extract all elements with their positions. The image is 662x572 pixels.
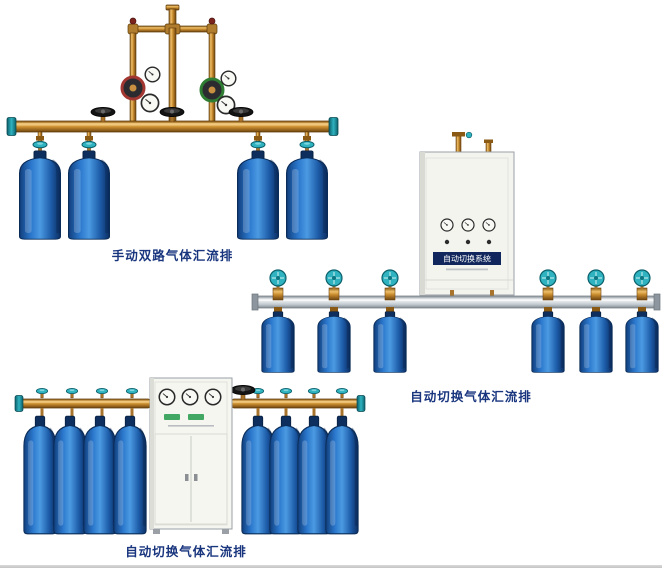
cylinder-valve: [335, 388, 349, 399]
cabinet-top-fitting: [452, 132, 465, 137]
pressure-gauge: [461, 218, 475, 232]
left-pressure-regulator: [120, 66, 161, 113]
gas-cylinder: [66, 150, 112, 240]
pressure-gauge: [144, 66, 161, 83]
gas-cylinder: [112, 415, 148, 535]
cylinder-stations: [269, 269, 651, 312]
gas-cylinder: [316, 311, 352, 373]
handwheel-valve: [228, 106, 254, 122]
gas-cylinder: [578, 311, 614, 373]
gas-cylinder: [240, 415, 276, 535]
handwheel: [381, 269, 399, 289]
gas-cylinder: [22, 415, 58, 535]
gas-cylinder: [372, 311, 408, 373]
pressure-gauge: [482, 218, 496, 232]
cabinet-foot: [222, 529, 229, 534]
handwheel: [587, 269, 605, 289]
gas-cylinder: [530, 311, 566, 373]
control-cabinet: 自动切换系统: [419, 131, 515, 298]
control-knob: [465, 239, 471, 245]
gas-cylinder: [268, 415, 304, 535]
gas-cylinder: [17, 150, 63, 240]
cylinder-valve: [125, 388, 139, 399]
pressure-gauge: [204, 388, 222, 406]
right-pressure-regulator: [199, 70, 237, 115]
pipe-end-cap: [653, 293, 661, 311]
pipe-end-cap: [6, 117, 17, 136]
handwheel-valve: [159, 106, 185, 122]
small-valve-knob: [208, 17, 216, 25]
product-auto-switch-manifold-wall: 自动切换系统: [250, 130, 662, 404]
auto-switch-wall-illustration: 自动切换系统: [251, 131, 661, 373]
gas-cylinder: [52, 415, 88, 535]
page-bottom-edge: [0, 565, 662, 568]
door-handle: [194, 474, 198, 481]
cylinder-valve: [35, 388, 49, 399]
pressure-gauge: [181, 388, 199, 406]
small-valve-knob: [129, 17, 137, 25]
pipe-end-cap: [251, 293, 259, 311]
door-handle: [185, 474, 189, 481]
gas-cylinder: [296, 415, 332, 535]
pipe-end-cap: [14, 395, 24, 412]
gas-cylinder: [82, 415, 118, 535]
small-valve-knob: [465, 131, 473, 139]
cylinder-valve: [307, 388, 321, 399]
gas-cylinders: [260, 311, 660, 373]
cabinet-label: 自动切换系统: [443, 254, 491, 264]
control-knob: [486, 239, 492, 245]
pressure-gauge: [158, 388, 176, 406]
steel-manifold-pipe: [251, 293, 661, 311]
product-caption: 手动双路气体汇流排: [111, 248, 234, 263]
cylinder-valve: [279, 388, 293, 399]
handwheel: [269, 269, 287, 289]
handwheel: [325, 269, 343, 289]
pipe-end-cap: [356, 395, 366, 412]
auto-switch-floor-illustration: [14, 377, 366, 535]
control-cabinet: [149, 377, 233, 534]
cabinet-door: [154, 433, 228, 525]
control-knob: [444, 239, 450, 245]
indicator-light: [188, 414, 204, 420]
cylinder-risers: [40, 408, 344, 417]
main-manifold-pipe: [6, 117, 339, 136]
product-auto-switch-manifold-floor: 自动切换气体汇流排: [0, 370, 370, 565]
handwheel: [633, 269, 651, 289]
product-manual-dual-manifold: 手动双路气体汇流排: [0, 0, 345, 265]
product-caption: 自动切换气体汇流排: [125, 544, 247, 559]
pipe-end-cap: [328, 117, 339, 136]
indicator-light: [164, 414, 180, 420]
teal-handwheels: [269, 269, 651, 289]
gas-cylinder: [260, 311, 296, 373]
cabinet-label-strip: [433, 252, 501, 265]
cylinder-valve: [95, 388, 109, 399]
pressure-gauge: [140, 93, 160, 113]
handwheel-valve: [90, 106, 116, 122]
handwheel: [539, 269, 557, 289]
manual-manifold-illustration: [6, 4, 339, 240]
pressure-gauge: [440, 218, 454, 232]
cabinet-top-fitting: [484, 139, 493, 143]
cylinder-valve: [65, 388, 79, 399]
gas-cylinder: [624, 311, 660, 373]
gas-cylinder: [324, 415, 360, 535]
cabinet-foot: [153, 529, 160, 534]
product-caption: 自动切换气体汇流排: [410, 389, 532, 404]
handwheel-valve: [230, 384, 256, 400]
pressure-gauge: [220, 70, 237, 87]
